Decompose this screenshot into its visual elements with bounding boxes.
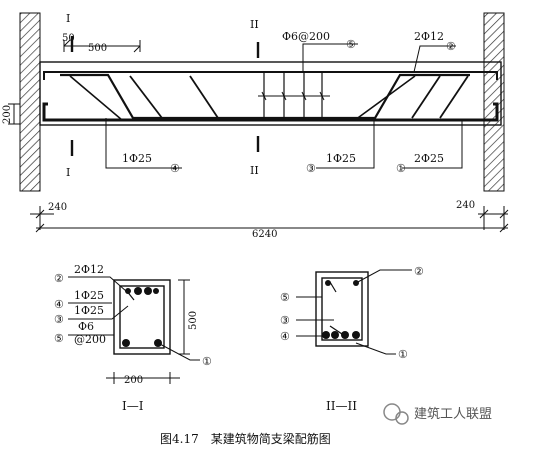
- mark-2-elev: ②: [446, 40, 456, 53]
- section-I-top-bar: 2Φ12: [74, 263, 104, 276]
- section-I-stirrup-dia: Φ6: [78, 320, 94, 333]
- bottom-bar-spec: 2Φ25: [414, 152, 444, 165]
- stirrup-spec: Φ6@200: [282, 30, 330, 43]
- bent-bar-4: [60, 73, 470, 120]
- section-I-mark-5: ⑤: [54, 332, 64, 345]
- section-I-dim-height: 500: [188, 311, 199, 330]
- dim-50: 50: [62, 33, 75, 44]
- mark-4-elev: ④: [170, 162, 180, 175]
- section-label-top-II-lower: II: [250, 164, 259, 177]
- section-II-mark-5: ⑤: [280, 291, 290, 304]
- section-I-mark-4: ④: [54, 298, 64, 311]
- section-label-top-II: II: [250, 18, 259, 31]
- section-II-mark-2: ②: [414, 265, 424, 278]
- dim-240-right: 240: [456, 200, 475, 211]
- section-II-II: ② ⑤ ③ ④ ① II—II: [280, 265, 424, 413]
- mark-3-elev: ③: [306, 162, 316, 175]
- bent-bar-right-spec: 1Φ25: [326, 152, 356, 165]
- watermark: 建筑工人联盟: [383, 403, 492, 425]
- bent-bar-3: [69, 75, 416, 121]
- figure-caption: 图4.17 某建筑物简支梁配筋图: [160, 431, 331, 446]
- top-bar-2: [43, 71, 498, 80]
- dim-500: 500: [88, 43, 107, 54]
- left-wall: [19, 12, 41, 192]
- section-label-top-I: I: [66, 12, 70, 25]
- section-I-mark-1: ①: [202, 355, 212, 368]
- section-I-stirrup-spacing: @200: [74, 333, 106, 346]
- section-I-I: 500 200 ② 2Φ12 ④ 1Φ25 1Φ25 ③ Φ6 ⑤ @200 ①…: [54, 263, 212, 413]
- mark-1-elev: ①: [396, 162, 406, 175]
- section-II-title: II—II: [326, 399, 357, 413]
- dim-240-left: 240: [48, 202, 67, 213]
- section-I-bar-4: 1Φ25: [74, 289, 104, 302]
- beam-elevation: I I II II 50 500 200 Φ6@200 ⑤ 2Φ12 ②: [2, 12, 509, 240]
- right-wall: [483, 12, 505, 192]
- section-I-mark-3: ③: [54, 313, 64, 326]
- section-I-bar-3: 1Φ25: [74, 304, 104, 317]
- top-bar-spec: 2Φ12: [414, 30, 444, 43]
- section-II-mark-1: ①: [398, 348, 408, 361]
- section-marks: [70, 36, 260, 156]
- section-I-title: I—I: [122, 399, 144, 413]
- beam-outline: [39, 61, 502, 126]
- section-II-mark-3: ③: [280, 314, 290, 327]
- mark-5-elev: ⑤: [346, 38, 356, 51]
- section-I-dim-width: 200: [124, 375, 143, 386]
- section-I-mark-2: ②: [54, 272, 64, 285]
- bent-bar-left-spec: 1Φ25: [122, 152, 152, 165]
- dim-6240: 6240: [252, 229, 277, 240]
- dim-200-vertical: 200: [2, 105, 13, 124]
- section-label-top-I-lower: I: [66, 166, 70, 179]
- section-II-mark-4: ④: [280, 330, 290, 343]
- watermark-text: 建筑工人联盟: [414, 406, 492, 422]
